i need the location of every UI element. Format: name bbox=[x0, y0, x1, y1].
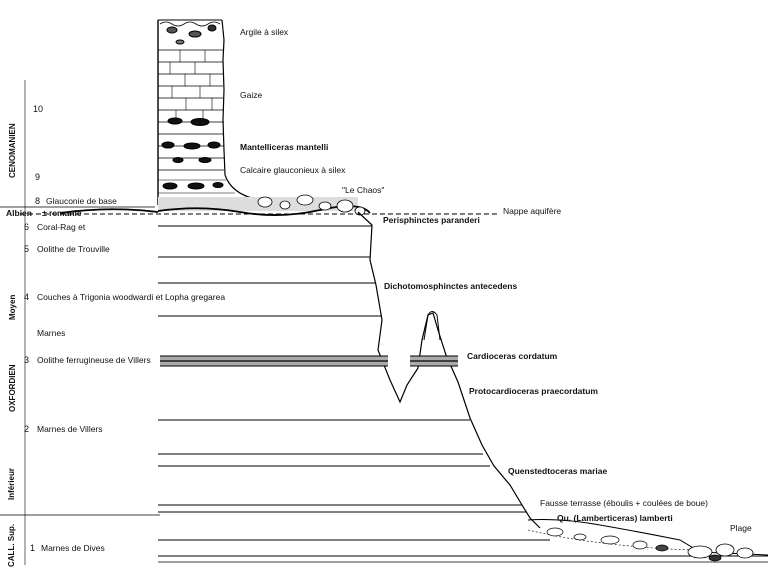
label-nappe-aquifere: Nappe aquifère bbox=[503, 206, 562, 216]
label-dichotomosphinctes: Dichotomosphinctes antecedens bbox=[384, 281, 518, 291]
label-coral-rag: Coral-Rag et bbox=[37, 222, 86, 232]
label-cardioceras: Cardioceras cordatum bbox=[467, 351, 558, 361]
layer-number-1: 1 bbox=[30, 543, 36, 553]
stage-label-albien: Albien bbox=[6, 208, 32, 218]
label-oolithe-villers: Oolithe ferrugineuse de Villers bbox=[37, 355, 151, 365]
fausse-terrasse bbox=[527, 519, 768, 562]
label-marnes: Marnes bbox=[37, 328, 66, 338]
oolithe-ferrugineuse-band bbox=[160, 355, 458, 367]
layer-number-4: 4 bbox=[24, 292, 30, 302]
pinnacle bbox=[423, 311, 441, 341]
label-marnes-villers: Marnes de Villers bbox=[37, 424, 103, 434]
layer-number-3: 3 bbox=[24, 355, 30, 365]
label-lamberticeras: Qu. (Lamberticeras) lamberti bbox=[557, 513, 673, 523]
stage-label-inferieur: Inférieur bbox=[7, 467, 16, 500]
label-le-chaos: "Le Chaos" bbox=[342, 185, 385, 195]
stage-label-call-sup: CALL. Sup. bbox=[7, 523, 16, 567]
label-marnes-dives: Marnes de Dives bbox=[41, 543, 105, 553]
layer-number-8: 8 bbox=[35, 196, 41, 206]
label-quenstedtoceras: Quenstedtoceras mariae bbox=[508, 466, 608, 476]
label-protocardioceras: Protocardioceras praecordatum bbox=[469, 386, 598, 396]
label-gaize: Gaize bbox=[240, 90, 263, 100]
layer-number-6: 6 bbox=[24, 222, 30, 232]
layer-number-2: 2 bbox=[24, 424, 30, 434]
label-remanie: ± remanié bbox=[42, 208, 82, 218]
albien-band bbox=[59, 194, 371, 216]
stage-label-moyen: Moyen bbox=[8, 294, 17, 320]
label-perisphinctes: Perisphinctes paranderi bbox=[383, 215, 480, 225]
layer-number-9: 9 bbox=[35, 172, 41, 182]
cliff-profile bbox=[357, 211, 541, 529]
label-mantelliceras: Mantelliceras mantelli bbox=[240, 142, 329, 152]
label-fausse-terrasse: Fausse terrasse (éboulis + coulées de bo… bbox=[540, 498, 708, 508]
label-glauconie: Glauconie de base bbox=[46, 196, 117, 206]
stage-label-cenomanien: CENOMANIEN bbox=[8, 123, 17, 178]
cenomanien-column bbox=[157, 19, 261, 205]
label-oolithe-trouville: Oolithe de Trouville bbox=[37, 244, 110, 254]
stage-label-oxfordien: OXFORDIEN bbox=[8, 364, 17, 412]
label-couches-trigonia: Couches à Trigonia woodwardi et Lopha gr… bbox=[37, 292, 226, 302]
label-argile-silex: Argile à silex bbox=[240, 27, 289, 37]
label-plage: Plage bbox=[730, 523, 752, 533]
layer-number-10: 10 bbox=[33, 104, 44, 114]
layer-number-5: 5 bbox=[24, 244, 30, 254]
label-calcaire-glauconieux: Calcaire glauconieux à silex bbox=[240, 165, 346, 175]
